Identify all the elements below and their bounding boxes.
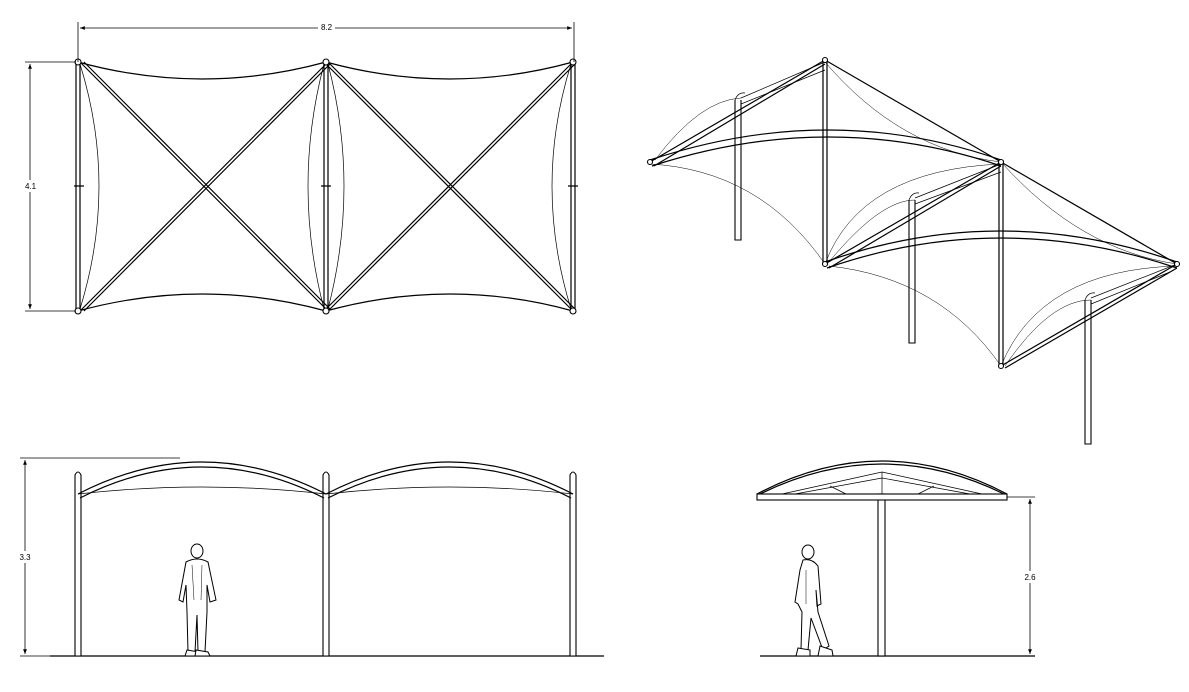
- plan-x-brace-right-bay: [323, 61, 576, 312]
- persp-ridge-right: [1000, 161, 1178, 265]
- front-arch-left: [77, 461, 327, 495]
- persp-arch-1: [649, 129, 1002, 161]
- side-clearance-label: 2.6: [1024, 573, 1036, 582]
- front-membrane-right: [325, 486, 574, 495]
- plan-depth-label: 4.1: [25, 182, 37, 191]
- side-person-figure: [794, 544, 834, 657]
- plan-left-membrane-curve: [79, 63, 100, 310]
- plan-width-label: 8.2: [321, 23, 333, 32]
- side-arch-outer: [756, 460, 1008, 495]
- plan-center-lens-right: [327, 63, 345, 310]
- side-post: [877, 493, 886, 657]
- front-post-left: [74, 471, 82, 657]
- plan-width-dimension: 8.2: [77, 22, 575, 62]
- front-post-right: [569, 471, 577, 657]
- persp-mast-2: [998, 160, 1004, 367]
- front-arch-right: [325, 461, 574, 495]
- plan-center-lens-left: [307, 63, 325, 310]
- plan-depth-dimension: 4.1: [24, 61, 76, 312]
- persp-post-1: [734, 100, 742, 241]
- persp-post-2: [908, 200, 916, 344]
- persp-arch-2: [824, 230, 1178, 263]
- side-beam: [756, 493, 1008, 501]
- persp-ridge-left: [649, 59, 826, 167]
- persp-post-3: [1084, 300, 1092, 445]
- front-person-figure: [178, 543, 217, 657]
- front-membrane-left: [77, 486, 327, 495]
- side-elevation: 2.6: [756, 460, 1038, 657]
- persp-ridge-top: [824, 59, 1002, 163]
- plan-x-brace-left-bay: [79, 61, 331, 312]
- front-elevation: 3.3: [17, 457, 604, 657]
- front-height-label: 3.3: [19, 553, 31, 562]
- front-height-dimension: 3.3: [17, 457, 180, 657]
- plan-view: 8.2 4.1: [24, 22, 578, 315]
- persp-mast-1: [822, 60, 828, 265]
- front-post-center: [322, 471, 330, 657]
- persp-membrane-1: [824, 61, 1002, 163]
- side-clearance-dimension: 2.6: [1007, 496, 1038, 654]
- perspective-view: [646, 56, 1181, 445]
- plan-right-membrane-curve: [551, 63, 572, 310]
